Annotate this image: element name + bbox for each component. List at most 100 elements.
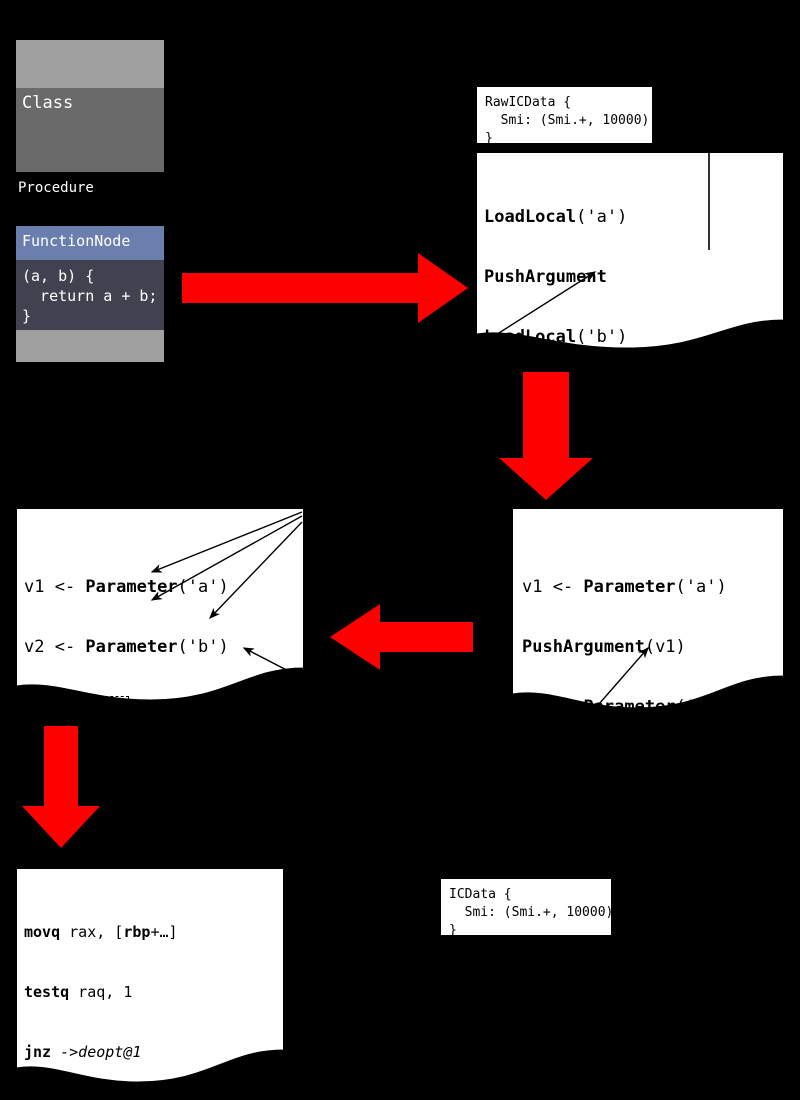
unopt-il-op: PushArgument [522, 636, 645, 657]
functionnode-footer [16, 330, 164, 362]
bytecode-note: LoadLocal('a') PushArgument LoadLocal('b… [476, 152, 784, 526]
unopt-il-op: PushArgument [522, 756, 645, 777]
asm-mnemonic: testq [24, 982, 70, 1001]
unopt-il-op: InstanceCall:1 [644, 796, 789, 817]
asm-register: rbp [123, 922, 151, 941]
unopt-il-arg: (v1) [644, 636, 686, 657]
icdata-line-0: ICData { [449, 887, 512, 902]
icdata-line-2: } [449, 923, 457, 939]
unopt-il-arg: (v2) [644, 756, 686, 777]
arrow-functionnode-to-bytecode [182, 253, 468, 323]
bytecode-op: PushArgument [484, 266, 607, 287]
opt-il-arg: (v1) [128, 696, 170, 717]
bytecode-arg: ('+', [629, 446, 691, 467]
bytecode-op: PushArgument [484, 386, 607, 407]
unopt-il-line-2: v2 <- Parameter('b') [522, 696, 800, 718]
opt-il-line-5: Return(v3) [24, 837, 364, 859]
functionnode-code-line-0: (a, b) { [22, 267, 95, 285]
opt-il-pre: v3 <- [85, 796, 147, 817]
unopt-il-arg: ('a') [675, 576, 727, 597]
opt-il-arg: ('a') [177, 576, 229, 597]
opt-il-deopt-id-box: :1 [104, 755, 130, 778]
functionnode-body: (a, b) { return a + b; } [16, 260, 164, 330]
bytecode-op: LoadLocal [484, 206, 577, 227]
bytecode-arg-close: ) [754, 446, 765, 467]
opt-il-op: CheckSmi [24, 756, 106, 777]
opt-il-deopt-id-box: :1 [104, 695, 130, 718]
opt-il-line-3: CheckSmi:1(v2) [24, 755, 364, 778]
unopt-il-line-5: Return(v3) [522, 837, 800, 859]
unopt-il-line-4: v3 <- InstanceCall:1('+') [583, 796, 800, 819]
bytecode-op: InstanceCall [484, 446, 607, 467]
functionnode-code: (a, b) { return a + b; } [16, 260, 164, 326]
raw-icdata-line-2: } [485, 131, 493, 147]
unopt-il-pre: v1 <- [522, 576, 584, 597]
bytecode-arg: ('a') [576, 206, 628, 227]
opt-il-arg: ('b') [177, 636, 229, 657]
unopt-il-line-0: v1 <- Parameter('a') [522, 576, 800, 598]
unopt-il-line-1: PushArgument(v1) [522, 636, 800, 658]
raw-icdata-line-1: Smi: (Smi.+, 10000) [485, 113, 650, 129]
procedure-label: Procedure [18, 180, 94, 196]
bytecode-icdata-box: icdata [689, 445, 756, 468]
bytecode-op: LoadLocal [484, 326, 577, 347]
opt-il-arg: (v2) [128, 756, 170, 777]
asm-operands: raq, 1 [69, 982, 133, 1001]
machine-code-note: movq rax, [rbp+…] testq raq, 1 jnz ->deo… [16, 868, 284, 1090]
opt-il-op: Parameter [85, 636, 178, 657]
machine-code-content: movq rax, [rbp+…] testq raq, 1 jnz ->deo… [24, 883, 178, 1100]
unoptimized-il-note: v1 <- Parameter('a') PushArgument(v1) v2… [512, 508, 800, 858]
machine-code-note-paper [16, 868, 284, 1090]
bytecode-deopt-id-box: :1 [605, 445, 631, 468]
asm-line-2: jnz ->deopt@1 [24, 1043, 178, 1063]
bytecode-line-4: InstanceCall:1('+', icdata) [484, 445, 765, 468]
unopt-il-op: Return [522, 837, 584, 858]
opt-il-op: CheckSmi [24, 696, 106, 717]
unopt-il-arg: (v3) [583, 837, 625, 858]
icdata-line-1: Smi: (Smi.+, 10000) [449, 905, 614, 921]
asm-line-1: testq raq, 1 [24, 983, 178, 1003]
asm-operands: rax, [ [60, 922, 124, 941]
opt-il-line-1: v2 <- Parameter('b') [24, 636, 364, 658]
opt-il-arg: (v1, v2) [281, 796, 364, 817]
opt-il-pre: v1 <- [24, 576, 86, 597]
functionnode-title: FunctionNode [22, 232, 131, 250]
raw-icdata-note: RawICData { Smi: (Smi.+, 10000) } [476, 86, 653, 147]
bytecode-line-1: PushArgument [484, 266, 764, 288]
asm-line-0: movq rax, [rbp+…] [24, 923, 178, 943]
opt-il-line-0: v1 <- Parameter('a') [24, 576, 364, 598]
asm-operands-tail: +…] [150, 922, 178, 941]
unopt-il-pre: v2 <- [522, 696, 584, 717]
class-box-header-band [16, 40, 164, 88]
opt-il-arg: (v3) [85, 837, 127, 858]
opt-il-op: Return [24, 837, 86, 858]
bytecode-line-3: PushArgument [484, 386, 764, 408]
class-box-title: Class [22, 93, 74, 113]
unopt-il-line-3: PushArgument(v2) [522, 756, 800, 778]
opt-il-pre: v2 <- [24, 636, 86, 657]
raw-icdata-line-0: RawICData { [485, 95, 572, 110]
optimized-il-content: v1 <- Parameter('a') v2 <- Parameter('b'… [24, 538, 364, 898]
unopt-il-op: Parameter [583, 696, 676, 717]
icdata-note: ICData { Smi: (Smi.+, 10000) } [440, 878, 614, 939]
opt-il-line-2: CheckSmi:1(v1) [24, 695, 364, 718]
asm-mnemonic: jnz [24, 1042, 52, 1061]
unopt-il-op: Parameter [583, 576, 676, 597]
optimized-il-note: v1 <- Parameter('a') v2 <- Parameter('b'… [16, 508, 364, 858]
bytecode-line-0: LoadLocal('a') [484, 206, 764, 228]
opt-il-deopt-id-box: :1 [258, 795, 283, 818]
functionnode-code-line-1: return a + b; [22, 286, 158, 305]
bytecode-line-2: LoadLocal('b') [484, 326, 764, 348]
unopt-il-pre: v3 <- [583, 796, 645, 817]
functionnode-header: FunctionNode [16, 226, 164, 260]
opt-il-op: BinarySmiOp [146, 796, 260, 817]
unopt-il-arg: ('+') [788, 796, 800, 817]
functionnode-code-line-2: } [22, 306, 32, 325]
asm-mnemonic: movq [24, 922, 61, 941]
asm-deopt-target: ->deopt@1 [51, 1042, 142, 1061]
unoptimized-il-content: v1 <- Parameter('a') PushArgument(v1) v2… [522, 538, 800, 898]
unopt-il-arg: ('b') [675, 696, 727, 717]
opt-il-line-4: v3 <- BinarySmiOp:1(v1, v2) [85, 795, 364, 819]
class-box-body: Class [16, 88, 164, 172]
